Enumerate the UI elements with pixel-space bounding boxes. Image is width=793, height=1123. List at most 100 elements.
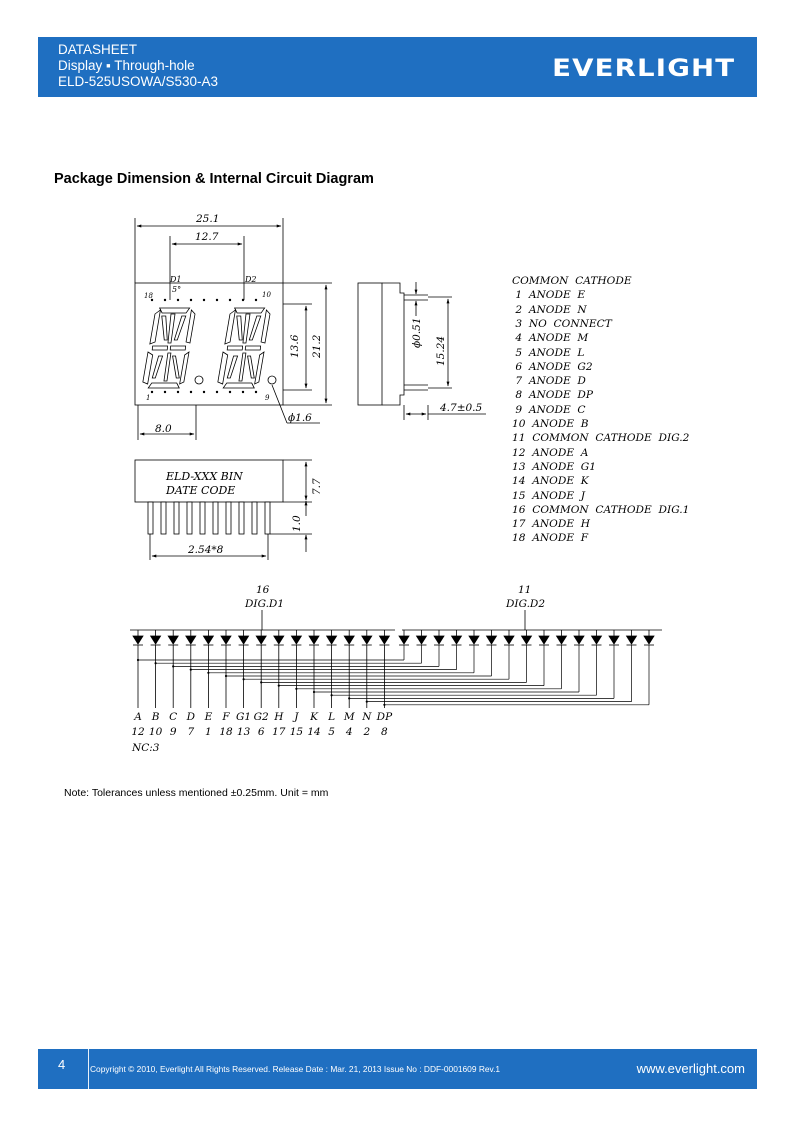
- diode-d1-DP: [378, 630, 391, 646]
- segment-label: L: [327, 711, 335, 723]
- segment-label: F: [221, 711, 230, 723]
- diode-d1-L: [325, 630, 338, 646]
- label-d2: D2: [244, 275, 257, 284]
- segment-pin-label: 15: [290, 726, 304, 738]
- diode-d1-H: [273, 630, 285, 646]
- segment-pin-label: 7: [187, 726, 194, 738]
- junction-dot: [172, 665, 175, 668]
- dim-4-7: 4.7±0.5: [439, 402, 483, 414]
- pin18-label: 18: [144, 292, 153, 300]
- label-d1: D1: [169, 275, 182, 284]
- segment-label: B: [151, 711, 160, 723]
- dim-pin-diameter: ϕ0.51: [411, 317, 423, 348]
- segment-label: A: [133, 711, 142, 723]
- segment-pin-label: 17: [272, 726, 286, 738]
- junction-dot: [260, 681, 263, 684]
- page-number: 4: [58, 1057, 66, 1072]
- section-title: Package Dimension & Internal Circuit Dia…: [54, 171, 374, 187]
- part-number: ELD-525USOWA/S530-A3: [58, 74, 219, 89]
- pin-row: 6 ANODE G2: [512, 360, 593, 373]
- segment-pin-label: 2: [362, 726, 370, 738]
- junction-dot: [242, 678, 245, 681]
- package-drawing: 25.1 12.7 D1 D2 18 10 5° 1 9: [130, 213, 662, 754]
- diode-d2-G2: [520, 630, 533, 646]
- segment-pin-label: 12: [131, 726, 145, 738]
- diode-d1-G1: [237, 630, 250, 646]
- diode-d1-D: [185, 630, 197, 646]
- junction-dot: [383, 703, 386, 706]
- dig2-pin: 11: [518, 584, 531, 596]
- pin-row: 9 ANODE C: [512, 403, 586, 416]
- pin-row: 12 ANODE A: [512, 446, 589, 459]
- segment-label: K: [309, 711, 319, 723]
- junction-dot: [312, 690, 316, 694]
- junction-dot: [154, 662, 157, 665]
- diode-d2-DP: [643, 630, 655, 646]
- segment-pin-label: 14: [307, 726, 320, 738]
- front-view: 25.1 12.7 D1 D2 18 10 5° 1 9: [134, 213, 332, 440]
- digit-1: [142, 307, 196, 389]
- pin-row: 10 ANODE B: [512, 418, 589, 430]
- everlight-logo: EVERLIGHT: [551, 54, 735, 82]
- pin-row: 1 ANODE E: [512, 289, 586, 302]
- segment-label: G1: [236, 711, 251, 723]
- dig1-label: DIG.D1: [244, 598, 284, 610]
- dim-digit-pitch: 12.7: [195, 231, 219, 243]
- pin-row: 18 ANODE F: [512, 532, 589, 545]
- diode-d2-L: [590, 630, 603, 646]
- diode-d1-A: [132, 630, 144, 646]
- dim-7-7: 7.7: [311, 478, 323, 495]
- pin-row: 7 ANODE D: [512, 375, 586, 388]
- pin-row: 2 ANODE N: [512, 303, 587, 316]
- dig1-pin: 16: [256, 584, 270, 596]
- doc-type: DATASHEET: [58, 42, 138, 57]
- diode-d1-K: [308, 630, 320, 646]
- junction-dot: [295, 687, 298, 690]
- diode-d1-F: [220, 630, 232, 646]
- dim-15-24: 15.24: [435, 336, 447, 366]
- segment-label: M: [343, 711, 355, 723]
- junction-dot: [348, 697, 351, 700]
- diode-d2-M: [608, 630, 620, 646]
- dim-pitch: 2.54*8: [187, 544, 224, 556]
- tolerance-note: Note: Tolerances unless mentioned ±0.25m…: [64, 787, 329, 799]
- segment-label: J: [292, 711, 299, 723]
- diode-d2-A: [398, 630, 410, 646]
- diode-d1-C: [167, 630, 179, 646]
- pin-row: 13 ANODE G1: [512, 460, 596, 473]
- no-connect-label: NC:3: [131, 742, 160, 754]
- segment-pin-label: 18: [219, 726, 233, 738]
- footer-banner: 4 Copyright © 2010, Everlight All Rights…: [38, 1049, 757, 1089]
- pin-list-title: COMMON CATHODE: [512, 275, 632, 287]
- segment-label: G2: [254, 711, 269, 723]
- diode-d1-M: [343, 630, 355, 646]
- diode-d2-F: [485, 630, 498, 646]
- diode-d2-K: [573, 630, 585, 646]
- segment-label: D: [186, 711, 196, 723]
- segment-label: H: [273, 711, 284, 723]
- junction-dot: [277, 684, 280, 687]
- junction-dot: [136, 658, 140, 662]
- marking-line1: ELD-XXX BIN: [165, 470, 243, 483]
- header-banner: DATASHEET Display ▪ Through-hole ELD-525…: [38, 37, 757, 97]
- diode-d1-B: [149, 630, 162, 646]
- segment-pin-label: 1: [205, 726, 212, 738]
- pin10-label: 10: [262, 291, 271, 299]
- junction-dot: [207, 671, 210, 674]
- footer-divider: [88, 1049, 89, 1089]
- diode-d2-E: [468, 630, 480, 646]
- segment-pin-label: 6: [258, 726, 265, 738]
- pin-row: 17 ANODE H: [512, 518, 591, 531]
- junction-dot: [330, 694, 333, 697]
- website-link[interactable]: www.everlight.com: [636, 1061, 745, 1076]
- pin-row: 8 ANODE DP: [512, 389, 594, 402]
- copyright-text: Copyright © 2010, Everlight All Rights R…: [90, 1064, 501, 1074]
- segment-pin-label: 8: [381, 726, 388, 738]
- diode-d2-J: [555, 630, 568, 646]
- segment-label: DP: [376, 711, 393, 723]
- segment-pin-label: 5: [328, 726, 335, 738]
- pin-row: 5 ANODE L: [512, 346, 585, 359]
- internal-circuit: 16 DIG.D1 11 DIG.D2 A12B10C9D7E1F18G113G…: [130, 584, 662, 754]
- slant-angle: 5°: [172, 285, 181, 294]
- diode-d2-C: [433, 630, 445, 646]
